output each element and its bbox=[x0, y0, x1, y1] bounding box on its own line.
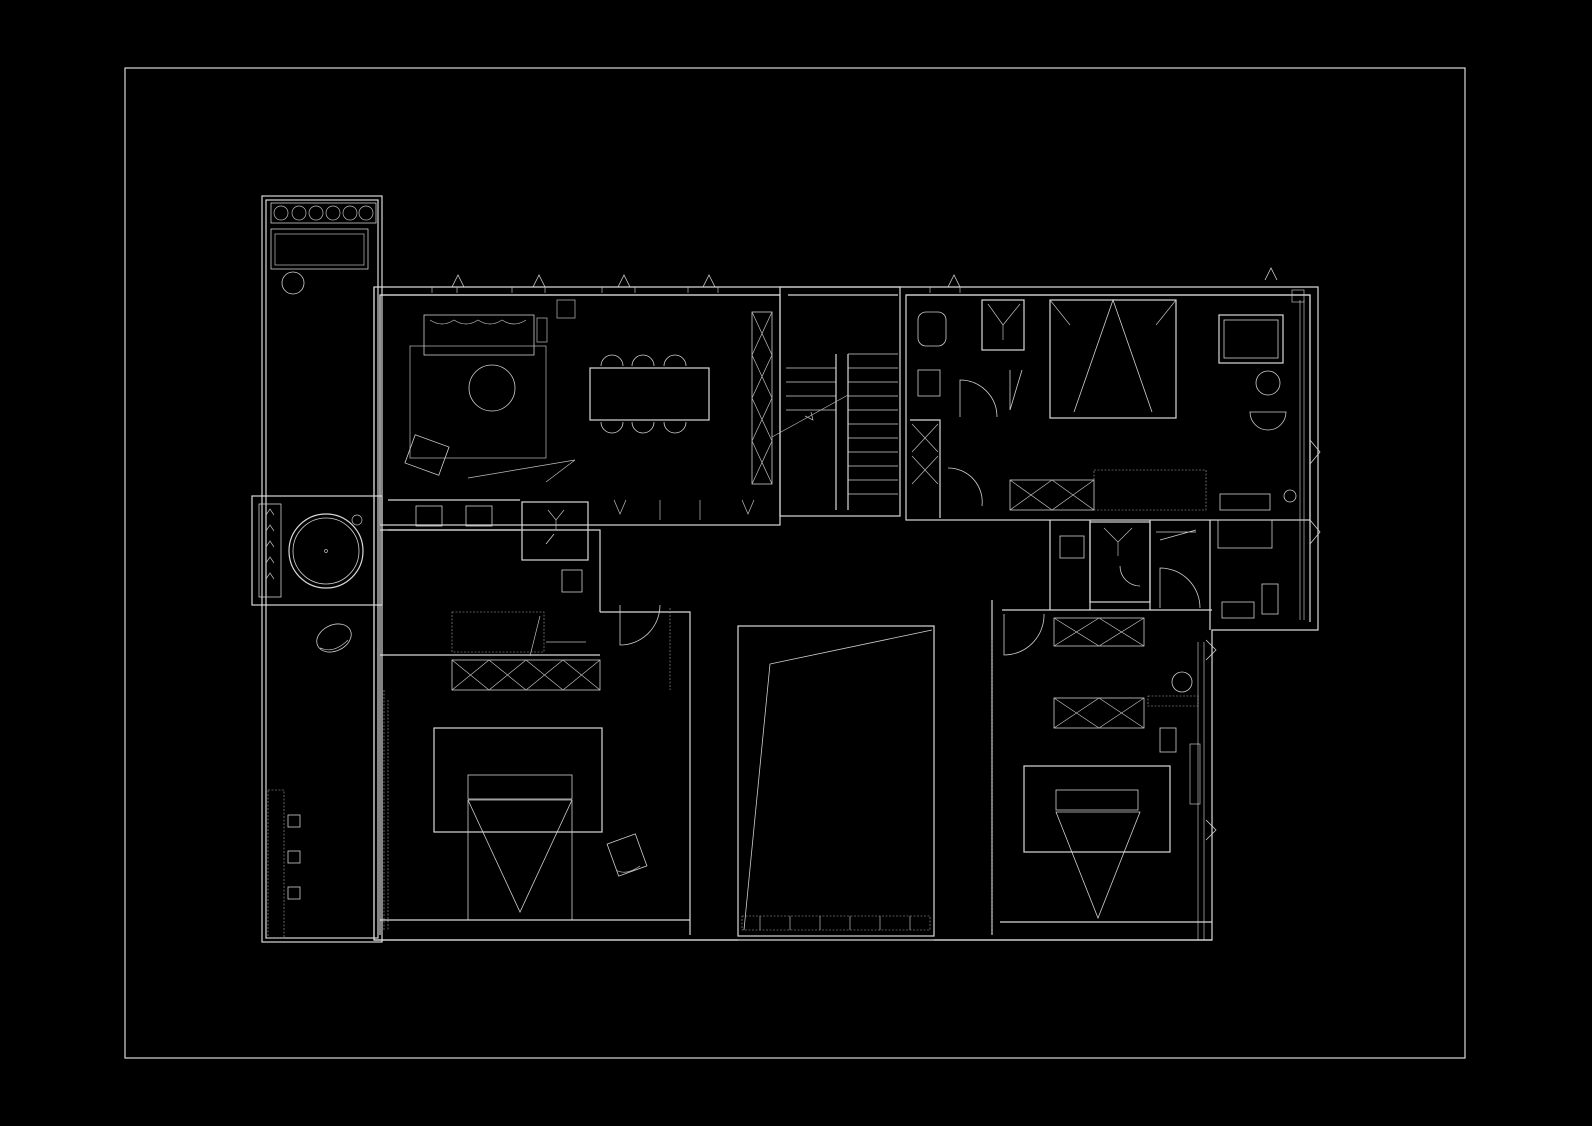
bedroom-2 bbox=[380, 501, 691, 935]
west-balcony bbox=[251, 195, 383, 943]
stair-core bbox=[771, 286, 901, 517]
drawing-frame bbox=[124, 67, 1466, 1059]
atrium-void bbox=[737, 625, 935, 937]
bedroom-3 bbox=[991, 600, 1217, 940]
east-bathrooms bbox=[1049, 519, 1279, 630]
living-dining-room bbox=[379, 294, 781, 531]
master-suite bbox=[905, 289, 1321, 620]
